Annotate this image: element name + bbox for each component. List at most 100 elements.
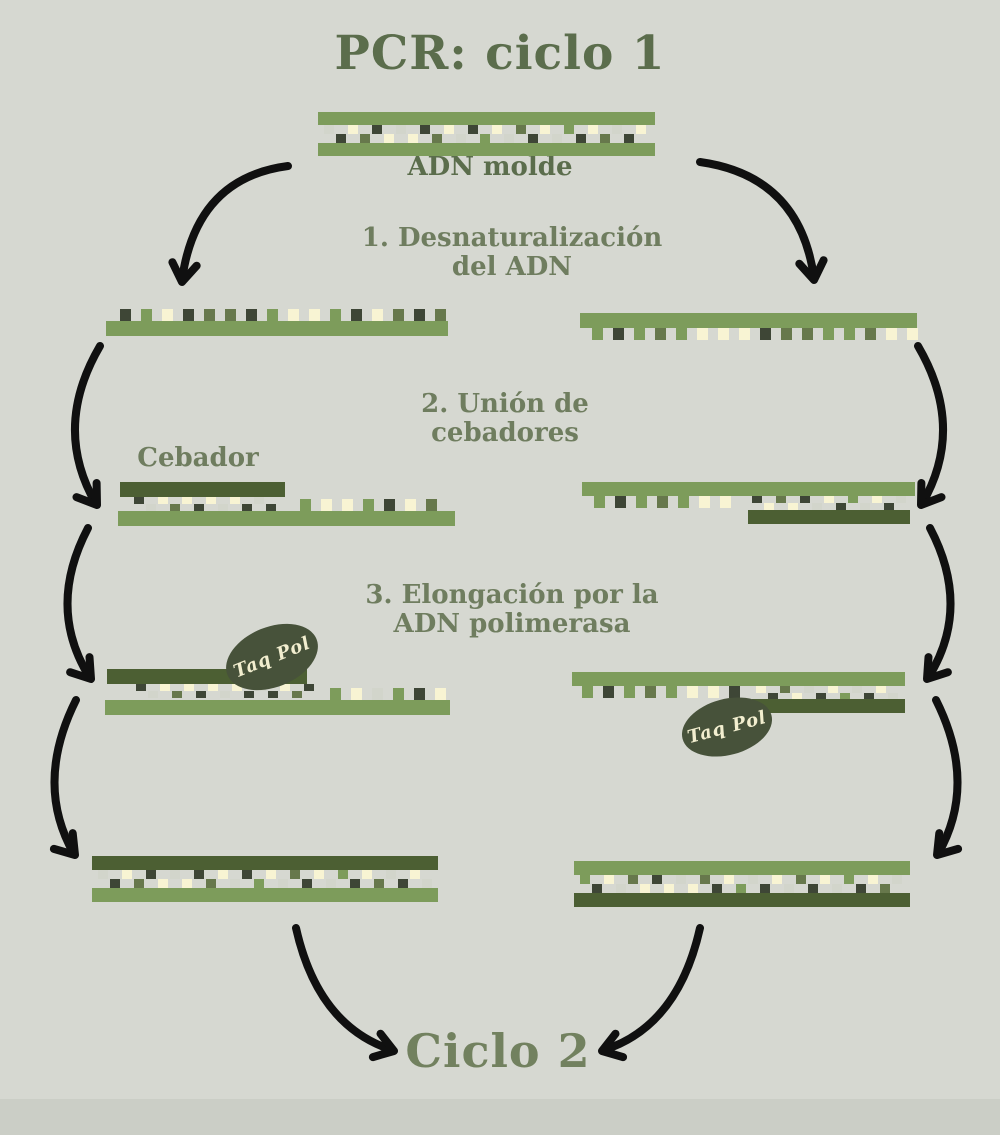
base-pair-tooth [326, 879, 336, 888]
base-pair-tooth [652, 875, 662, 884]
base-pair-tooth [314, 870, 324, 879]
base-tooth [781, 328, 792, 340]
base-pair-tooth [820, 875, 830, 884]
base-tooth [624, 686, 635, 698]
step2-line1: 2. Unión de [421, 389, 589, 419]
base-pair-tooth [856, 884, 866, 893]
base-tooth [342, 499, 353, 511]
base-tooth [720, 496, 731, 508]
base-tooth [718, 328, 729, 340]
base-pair-tooth [432, 134, 442, 143]
base-pair-tooth [206, 879, 216, 888]
taq-pol-label: Taq Pol [685, 706, 769, 748]
base-pair-tooth [182, 879, 192, 888]
step2-line2: cebadores [431, 418, 579, 449]
base-pair-tooth [816, 693, 826, 700]
strand-backbone [752, 699, 905, 713]
base-pair-tooth [254, 879, 264, 888]
step1-label: 1. Desnaturalización del ADN [362, 223, 662, 282]
base-pair-tooth [422, 879, 432, 888]
base-pair-tooth [290, 870, 300, 879]
base-pair-tooth [220, 691, 230, 698]
base-pair-tooth [760, 884, 770, 893]
base-pair-tooth [640, 884, 650, 893]
base-pair-tooth [218, 504, 228, 511]
base-pair-tooth [616, 884, 626, 893]
base-pair-tooth [852, 686, 862, 693]
base-pair-tooth [564, 125, 574, 134]
base-pair-tooth [664, 884, 674, 893]
base-pair-tooth [122, 870, 132, 879]
base-pair-tooth [110, 879, 120, 888]
base-pair-tooth [146, 870, 156, 879]
base-pair-tooth [146, 504, 156, 511]
base-pair-tooth [194, 504, 204, 511]
base-tooth [657, 496, 668, 508]
base-pair-tooth [242, 870, 252, 879]
base-pair-tooth [772, 875, 782, 884]
base-pair-tooth [292, 691, 302, 698]
base-tooth [844, 328, 855, 340]
base-pair-tooth [134, 497, 144, 504]
base-pair-tooth [134, 879, 144, 888]
base-pair-tooth [410, 870, 420, 879]
base-pair-tooth [752, 496, 762, 503]
base-pair-tooth [98, 870, 108, 879]
cebador-label: Cebador [137, 443, 259, 473]
base-tooth [351, 688, 362, 700]
strand-backbone [106, 321, 448, 336]
base-tooth [162, 309, 173, 321]
base-tooth [708, 686, 719, 698]
base-pair-tooth [360, 134, 370, 143]
base-tooth [300, 499, 311, 511]
base-pair-tooth [266, 504, 276, 511]
base-pair-tooth [206, 497, 216, 504]
base-pair-tooth [724, 875, 734, 884]
base-tooth [309, 309, 320, 321]
base-tooth [886, 328, 897, 340]
base-pair-tooth [182, 497, 192, 504]
strand-backbone [572, 672, 905, 686]
base-pair-tooth [504, 134, 514, 143]
base-tooth [225, 309, 236, 321]
base-pair-tooth [468, 125, 478, 134]
base-pair-tooth [230, 497, 240, 504]
base-pair-tooth [604, 875, 614, 884]
base-pair-tooth [892, 875, 902, 884]
base-pair-tooth [580, 875, 590, 884]
base-pair-tooth [208, 684, 218, 691]
base-pair-tooth [612, 125, 622, 134]
base-tooth [372, 309, 383, 321]
base-pair-tooth [160, 684, 170, 691]
base-tooth [414, 309, 425, 321]
base-pair-tooth [244, 691, 254, 698]
base-pair-tooth [540, 125, 550, 134]
base-tooth [645, 686, 656, 698]
base-pair-tooth [792, 693, 802, 700]
base-pair-tooth [516, 125, 526, 134]
base-tooth [697, 328, 708, 340]
base-pair-tooth [268, 691, 278, 698]
base-tooth [678, 496, 689, 508]
strand-backbone [574, 893, 910, 907]
base-tooth [592, 328, 603, 340]
base-tooth [699, 496, 710, 508]
base-tooth [594, 496, 605, 508]
base-pair-tooth [230, 879, 240, 888]
base-pair-tooth [848, 496, 858, 503]
taq-pol-label: Taq Pol [230, 632, 314, 682]
base-tooth [204, 309, 215, 321]
base-pair-tooth [868, 875, 878, 884]
base-tooth [288, 309, 299, 321]
base-tooth [363, 499, 374, 511]
base-pair-tooth [338, 870, 348, 879]
strand-backbone [582, 482, 915, 496]
base-pair-tooth [196, 691, 206, 698]
base-pair-tooth [836, 503, 846, 510]
base-pair-tooth [362, 870, 372, 879]
base-pair-tooth [384, 134, 394, 143]
base-pair-tooth [158, 879, 168, 888]
base-tooth [384, 499, 395, 511]
base-tooth [760, 328, 771, 340]
base-pair-tooth [278, 879, 288, 888]
